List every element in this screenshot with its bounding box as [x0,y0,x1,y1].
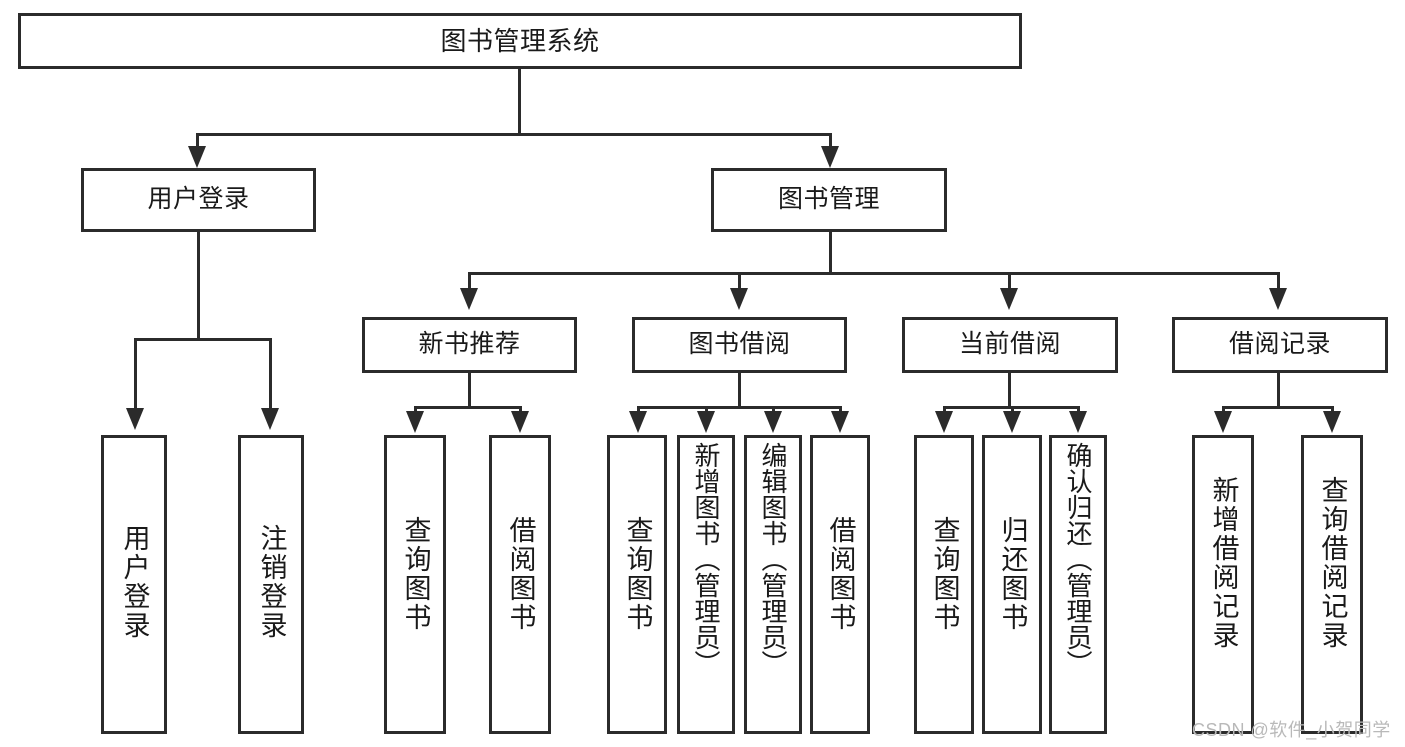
connector-leaf-logout [269,338,272,412]
node-leaf-query-book-3-label: 查询图书 [929,516,960,632]
connector-leaf-return-book [1011,406,1014,414]
arrowhead-user-login [188,146,206,168]
connector-root-stem [518,69,521,135]
node-leaf-logout[interactable]: 注销登录 [238,435,304,734]
arrowhead-book-borrow [730,288,748,310]
node-leaf-query-book-2[interactable]: 查询图书 [607,435,667,734]
connector-leaf-add-record [1222,406,1225,414]
connector-leaf-query-record [1331,406,1334,414]
node-leaf-return-book-label: 归还图书 [997,516,1028,632]
connector-root-bus [196,133,832,136]
node-leaf-borrow-book-2-label: 借阅图书 [825,516,856,632]
connector-leaf-query-book-3 [943,406,946,414]
node-leaf-borrow-book-1-label: 借阅图书 [505,516,536,632]
node-leaf-query-record-label: 查询借阅记录 [1317,476,1348,650]
connector-level2-bus [468,272,1280,275]
node-leaf-confirm-return-label: 确认归还（管理员） [1063,442,1093,676]
arrowhead-leaf-logout [261,408,279,430]
connector-to-user-login [196,133,199,152]
connector-leaf-query-book-2 [637,406,640,414]
node-leaf-add-record[interactable]: 新增借阅记录 [1192,435,1254,734]
arrowhead-leaf-confirm-return [1069,411,1087,433]
arrowhead-leaf-return-book [1003,411,1021,433]
connector-book-borrow-stem [738,373,741,409]
node-current-borrow-label: 当前借阅 [958,330,1061,359]
connector-leaf-add-book [705,406,708,414]
node-book-borrow[interactable]: 图书借阅 [632,317,847,373]
connector-book-borrow-bus [637,406,841,409]
connector-user-login-stem [197,232,200,340]
connector-leaf-borrow-book-1 [519,406,522,414]
arrowhead-leaf-query-book-2 [629,411,647,433]
arrowhead-leaf-borrow-book-1 [511,411,529,433]
node-leaf-user-login[interactable]: 用户登录 [101,435,167,734]
node-leaf-query-book-1[interactable]: 查询图书 [384,435,446,734]
node-book-mgmt[interactable]: 图书管理 [711,168,947,232]
node-leaf-borrow-book-1[interactable]: 借阅图书 [489,435,551,734]
connector-leaf-edit-book [772,406,775,414]
arrowhead-leaf-query-book-3 [935,411,953,433]
node-leaf-query-book-1-label: 查询图书 [400,516,431,632]
node-leaf-borrow-book-2[interactable]: 借阅图书 [810,435,870,734]
node-leaf-query-book-3[interactable]: 查询图书 [914,435,974,734]
node-root-label: 图书管理系统 [440,25,600,56]
connector-leaf-borrow-book-2 [839,406,842,414]
connector-user-login-bus [134,338,272,341]
arrowhead-leaf-edit-book [764,411,782,433]
node-user-login-label: 用户登录 [147,185,250,214]
connector-current-borrow-stem [1008,373,1011,409]
node-leaf-query-book-2-label: 查询图书 [622,516,653,632]
connector-to-new-book-rec [468,272,471,292]
connector-to-book-borrow [738,272,741,292]
arrowhead-borrow-record [1269,288,1287,310]
node-leaf-query-record[interactable]: 查询借阅记录 [1301,435,1363,734]
node-new-book-rec-label: 新书推荐 [418,330,521,359]
node-borrow-record-label: 借阅记录 [1228,330,1331,359]
node-leaf-user-login-label: 用户登录 [119,524,150,640]
node-book-borrow-label: 图书借阅 [688,330,791,359]
node-leaf-add-book[interactable]: 新增图书（管理员） [677,435,735,734]
connector-new-book-rec-bus [414,406,522,409]
node-leaf-logout-label: 注销登录 [256,524,287,640]
arrowhead-current-borrow [1000,288,1018,310]
node-root[interactable]: 图书管理系统 [18,13,1022,69]
arrowhead-new-book-rec [460,288,478,310]
node-leaf-return-book[interactable]: 归还图书 [982,435,1042,734]
node-leaf-add-record-label: 新增借阅记录 [1208,476,1239,650]
arrowhead-book-mgmt [821,146,839,168]
connector-borrow-record-bus [1222,406,1334,409]
connector-to-book-mgmt [829,133,832,152]
arrowhead-leaf-add-book [697,411,715,433]
csdn-watermark: CSDN @软件_小贺同学 [1192,720,1391,740]
connector-leaf-query-book-1 [414,406,417,414]
arrowhead-leaf-borrow-book-2 [831,411,849,433]
connector-to-current-borrow [1008,272,1011,292]
node-leaf-confirm-return[interactable]: 确认归还（管理员） [1049,435,1107,734]
arrowhead-leaf-query-book-1 [406,411,424,433]
node-book-mgmt-label: 图书管理 [777,185,880,214]
node-leaf-add-book-label: 新增图书（管理员） [691,442,721,676]
node-leaf-edit-book-label: 编辑图书（管理员） [758,442,788,676]
connector-leaf-user-login [134,338,137,412]
arrowhead-leaf-add-record [1214,411,1232,433]
connector-new-book-rec-stem [468,373,471,409]
node-new-book-rec[interactable]: 新书推荐 [362,317,577,373]
node-user-login[interactable]: 用户登录 [81,168,316,232]
arrowhead-leaf-user-login [126,408,144,430]
connector-leaf-confirm-return [1077,406,1080,414]
connector-book-mgmt-stem [829,232,832,274]
connector-borrow-record-stem [1277,373,1280,409]
connector-to-borrow-record [1277,272,1280,292]
node-borrow-record[interactable]: 借阅记录 [1172,317,1388,373]
node-leaf-edit-book[interactable]: 编辑图书（管理员） [744,435,802,734]
node-current-borrow[interactable]: 当前借阅 [902,317,1118,373]
arrowhead-leaf-query-record [1323,411,1341,433]
